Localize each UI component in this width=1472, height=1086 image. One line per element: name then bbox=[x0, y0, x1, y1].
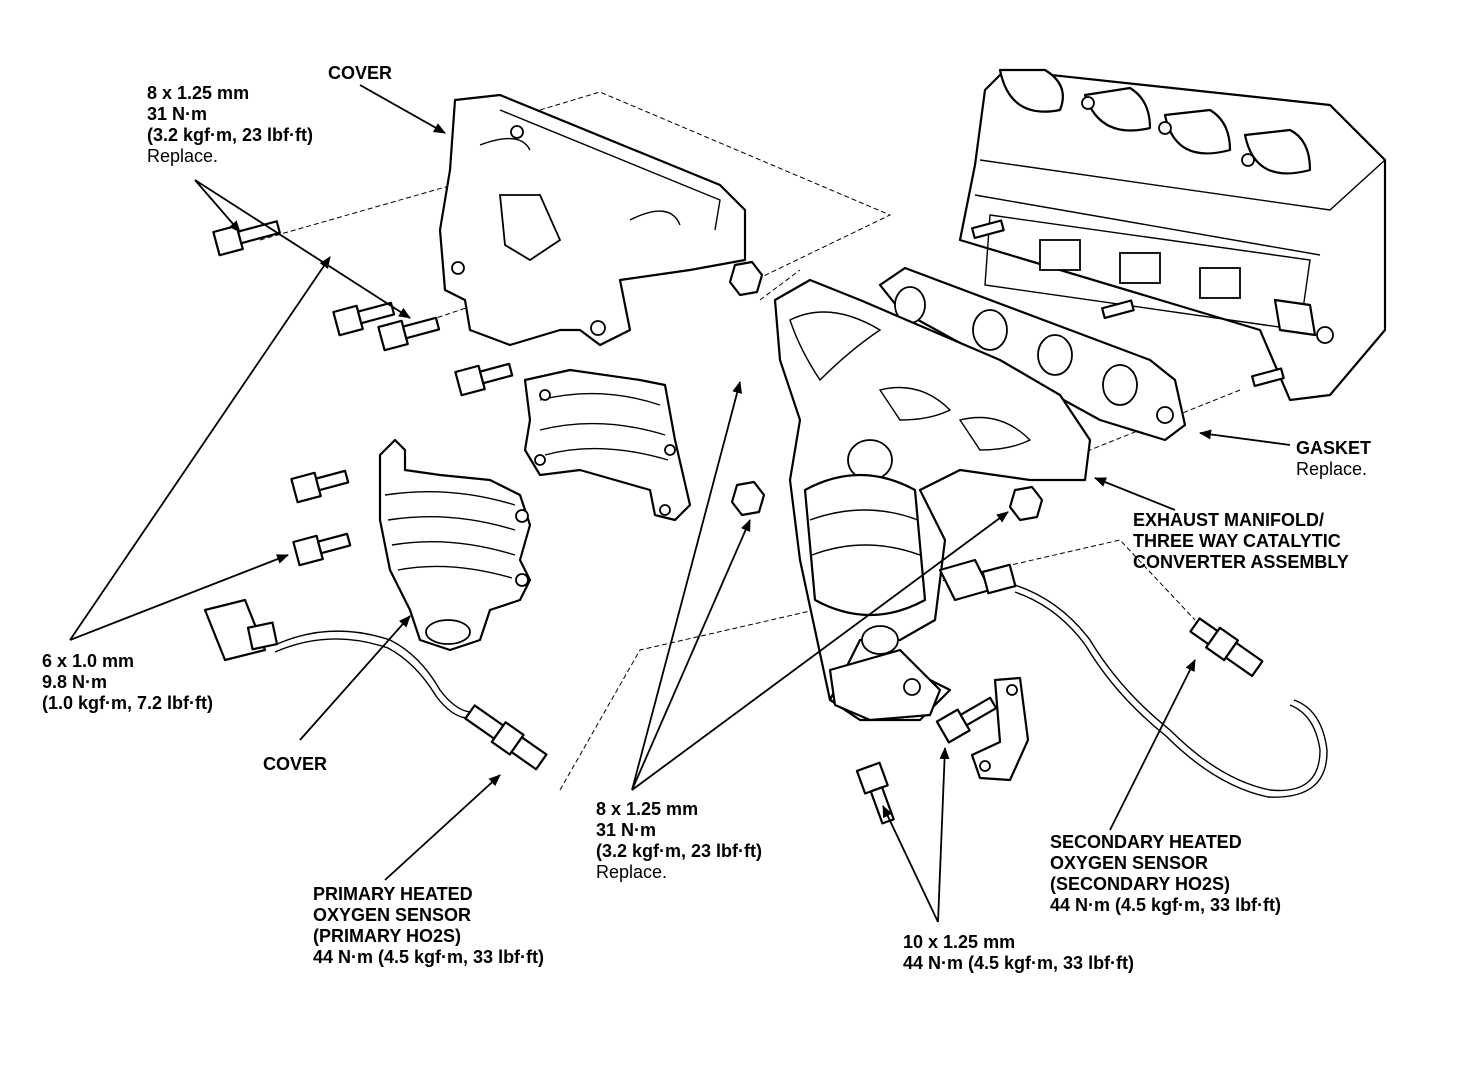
label-line: (3.2 kgf·m, 23 lbf·ft) bbox=[596, 841, 763, 861]
bolt-1 bbox=[212, 220, 281, 257]
label-line: 8 x 1.25 mm bbox=[147, 83, 250, 103]
label-line: GASKET bbox=[1296, 438, 1372, 458]
bolt-7 bbox=[935, 696, 998, 744]
cover-bottom-part bbox=[378, 438, 532, 652]
label-line: 8 x 1.25 mm bbox=[596, 799, 699, 819]
engine-cylinder-head bbox=[958, 68, 1387, 402]
label-line: (SECONDARY HO2S) bbox=[1050, 874, 1231, 894]
label-line: 6 x 1.0 mm bbox=[42, 651, 135, 671]
gasket-part bbox=[878, 266, 1187, 442]
label-line: Replace. bbox=[147, 146, 219, 166]
label-line: 44 N·m (4.5 kgf·m, 33 lbf·ft) bbox=[313, 947, 545, 967]
label-line: 31 N·m bbox=[596, 820, 657, 840]
label-bolt-8x125-left: 8 x 1.25 mm 31 N·m (3.2 kgf·m, 23 lbf·ft… bbox=[147, 83, 313, 167]
bolts bbox=[212, 219, 1285, 825]
leader-lines bbox=[69, 84, 1291, 923]
label-line: 44 N·m (4.5 kgf·m, 33 lbf·ft) bbox=[903, 953, 1135, 973]
heat-shield-band bbox=[523, 368, 692, 522]
label-line: SECONDARY HEATED bbox=[1050, 832, 1242, 852]
nut-2 bbox=[730, 480, 766, 517]
label-line: 9.8 N·m bbox=[42, 672, 108, 692]
nut-1 bbox=[728, 260, 764, 297]
label-line: PRIMARY HEATED bbox=[313, 884, 473, 904]
label-line: THREE WAY CATALYTIC bbox=[1133, 531, 1341, 551]
stud-1 bbox=[971, 219, 1005, 240]
label-line: OXYGEN SENSOR bbox=[1050, 853, 1209, 873]
label-line: EXHAUST MANIFOLD/ bbox=[1133, 510, 1324, 530]
bolt-3 bbox=[377, 316, 441, 352]
primary-ho2s-part bbox=[203, 598, 548, 771]
exhaust-manifold-assembly bbox=[773, 278, 1092, 722]
label-line: (PRIMARY HO2S) bbox=[313, 926, 462, 946]
label-secondary-ho2s: SECONDARY HEATED OXYGEN SENSOR (SECONDAR… bbox=[1050, 832, 1281, 916]
label-cover-bottom: COVER bbox=[263, 754, 327, 775]
nut-3 bbox=[1008, 485, 1044, 522]
label-exhaust-manifold: EXHAUST MANIFOLD/ THREE WAY CATALYTIC CO… bbox=[1133, 510, 1349, 573]
secondary-ho2s-part bbox=[938, 558, 1328, 798]
bolt-4 bbox=[454, 362, 514, 397]
bolt-8 bbox=[855, 761, 895, 825]
label-line: COVER bbox=[263, 754, 328, 774]
label-bolt-6x10: 6 x 1.0 mm 9.8 N·m (1.0 kgf·m, 7.2 lbf·f… bbox=[42, 651, 213, 714]
label-line: Replace. bbox=[1296, 459, 1368, 479]
label-nut-8x125-center: 8 x 1.25 mm 31 N·m (3.2 kgf·m, 23 lbf·ft… bbox=[596, 799, 762, 883]
label-line: 44 N·m (4.5 kgf·m, 33 lbf·ft) bbox=[1050, 895, 1282, 915]
label-cover-top: COVER bbox=[328, 63, 392, 84]
label-primary-ho2s: PRIMARY HEATED OXYGEN SENSOR (PRIMARY HO… bbox=[313, 884, 544, 968]
label-line: 10 x 1.25 mm bbox=[903, 932, 1016, 952]
nuts bbox=[728, 260, 1044, 522]
label-line: Replace. bbox=[596, 862, 668, 882]
label-line: COVER bbox=[328, 63, 393, 83]
label-line: (3.2 kgf·m, 23 lbf·ft) bbox=[147, 125, 314, 145]
label-line: OXYGEN SENSOR bbox=[313, 905, 472, 925]
label-line: 31 N·m bbox=[147, 104, 208, 124]
bolt-2 bbox=[332, 301, 396, 337]
label-line: (1.0 kgf·m, 7.2 lbf·ft) bbox=[42, 693, 214, 713]
bracket-part bbox=[970, 676, 1030, 782]
bolt-5 bbox=[290, 469, 350, 504]
cover-top-part bbox=[438, 93, 747, 347]
label-gasket: GASKET Replace. bbox=[1296, 438, 1371, 480]
stud-2 bbox=[1101, 299, 1135, 320]
stud-3 bbox=[1251, 367, 1285, 388]
label-bolt-10x125: 10 x 1.25 mm 44 N·m (4.5 kgf·m, 33 lbf·f… bbox=[903, 932, 1134, 974]
bolt-6 bbox=[292, 532, 352, 567]
label-line: CONVERTER ASSEMBLY bbox=[1133, 552, 1349, 572]
